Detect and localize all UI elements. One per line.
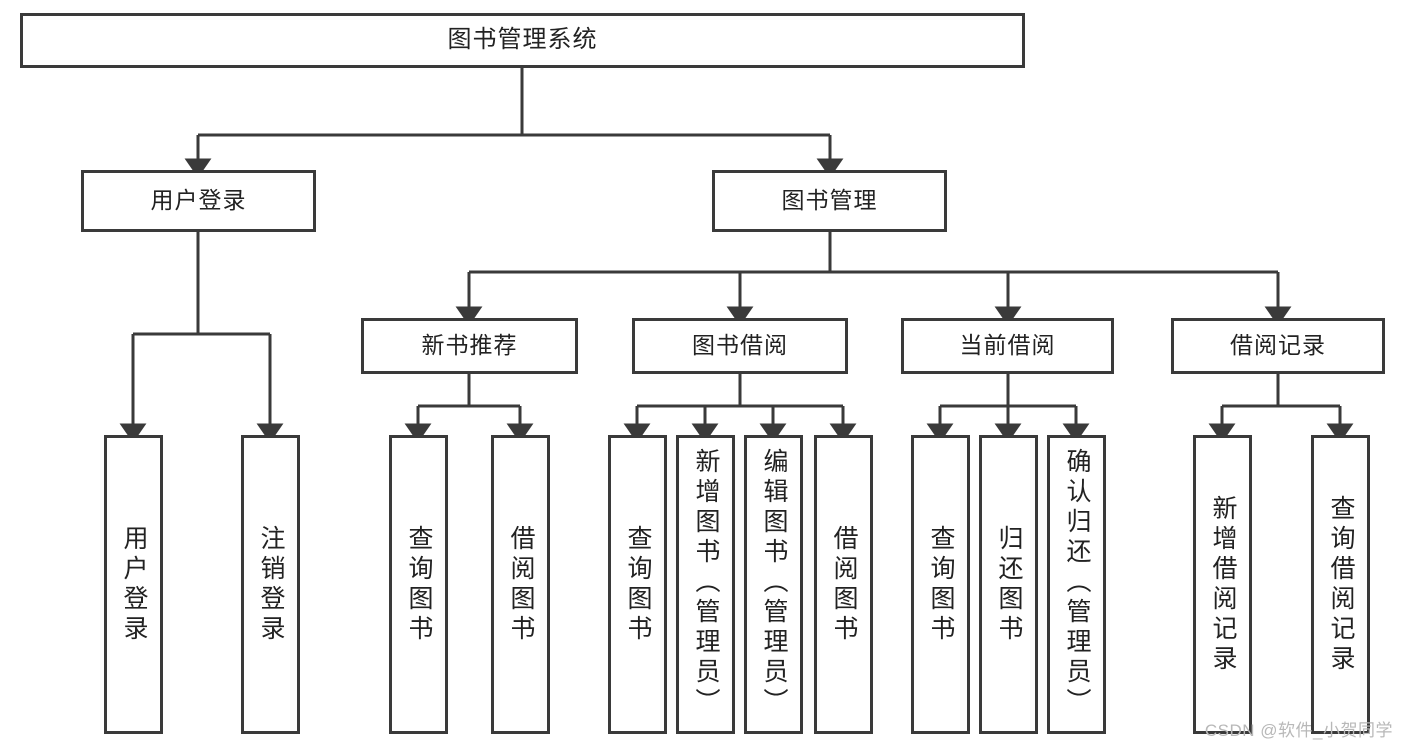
leaf-book-borrow-edit[interactable]: 编辑图书（管理员）	[744, 435, 803, 734]
node-label: 归还图书	[995, 524, 1023, 645]
node-label: 查询借阅记录	[1327, 494, 1355, 675]
node-label: 用户登录	[150, 187, 247, 214]
node-label: 查询图书	[624, 524, 652, 645]
leaf-borrow-record-query[interactable]: 查询借阅记录	[1311, 435, 1370, 734]
node-book-borrow[interactable]: 图书借阅	[632, 318, 848, 374]
leaf-book-borrow-add[interactable]: 新增图书（管理员）	[676, 435, 735, 734]
node-label: 确认归还（管理员）	[1063, 448, 1091, 718]
node-label: 编辑图书（管理员）	[760, 448, 788, 718]
leaf-book-borrow-borrow[interactable]: 借阅图书	[814, 435, 873, 734]
node-label: 查询图书	[405, 524, 433, 645]
leaf-borrow-record-add[interactable]: 新增借阅记录	[1193, 435, 1252, 734]
node-label: 图书管理系统	[447, 26, 598, 54]
node-label: 借阅记录	[1230, 332, 1326, 359]
node-label: 新增图书（管理员）	[692, 448, 720, 718]
leaf-user-login-signin[interactable]: 用户登录	[104, 435, 163, 734]
node-label: 新书推荐	[421, 332, 518, 359]
node-label: 图书借阅	[692, 332, 788, 359]
node-current-borrow[interactable]: 当前借阅	[901, 318, 1114, 374]
node-label: 借阅图书	[507, 524, 535, 645]
node-borrow-record[interactable]: 借阅记录	[1171, 318, 1385, 374]
node-label: 当前借阅	[959, 332, 1056, 359]
leaf-new-book-query[interactable]: 查询图书	[389, 435, 448, 734]
leaf-current-borrow-query[interactable]: 查询图书	[911, 435, 970, 734]
node-label: 图书管理	[781, 187, 878, 214]
node-label: 借阅图书	[830, 524, 858, 645]
leaf-new-book-borrow[interactable]: 借阅图书	[491, 435, 550, 734]
leaf-user-login-signout[interactable]: 注销登录	[241, 435, 300, 734]
watermark: CSDN @软件_小贺同学	[1204, 721, 1393, 740]
node-label: 注销登录	[257, 524, 285, 645]
node-book-management[interactable]: 图书管理	[712, 170, 947, 232]
node-label: 查询图书	[927, 524, 955, 645]
node-root-library-system[interactable]: 图书管理系统	[20, 13, 1025, 68]
node-user-login[interactable]: 用户登录	[81, 170, 316, 232]
node-label: 新增借阅记录	[1209, 494, 1237, 675]
node-label: 用户登录	[120, 524, 148, 645]
leaf-book-borrow-query[interactable]: 查询图书	[608, 435, 667, 734]
leaf-current-borrow-confirm-return[interactable]: 确认归还（管理员）	[1047, 435, 1106, 734]
node-new-book-recommend[interactable]: 新书推荐	[361, 318, 578, 374]
leaf-current-borrow-return[interactable]: 归还图书	[979, 435, 1038, 734]
